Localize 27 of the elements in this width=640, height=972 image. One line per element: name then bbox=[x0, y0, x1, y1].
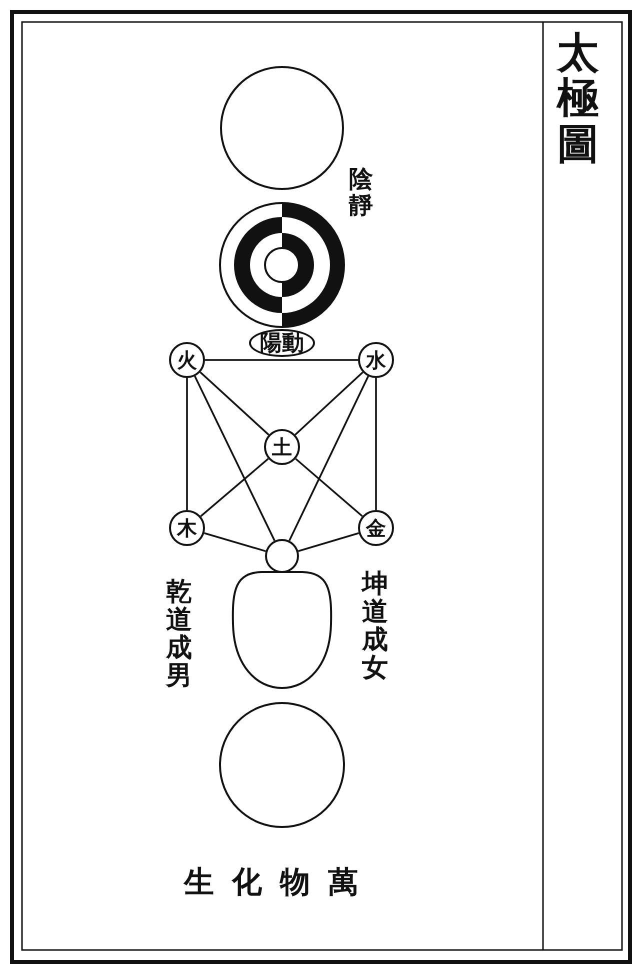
connector-line bbox=[295, 458, 363, 517]
connector-line bbox=[205, 359, 358, 361]
element-circle: 金 bbox=[358, 510, 394, 546]
oval-label: 陽動 bbox=[249, 329, 315, 357]
title: 太極圖 bbox=[557, 30, 599, 166]
side-label: 乾道成男 bbox=[166, 578, 192, 690]
connector-line bbox=[200, 372, 270, 436]
connector-line bbox=[375, 378, 377, 510]
bottom-label: 生化物萬 bbox=[184, 864, 376, 902]
egg-shape bbox=[231, 571, 333, 689]
connector-line bbox=[200, 458, 269, 517]
element-circle: 火 bbox=[169, 342, 205, 378]
connector-line bbox=[204, 532, 266, 552]
empty-circle bbox=[220, 66, 344, 190]
element-circle: 水 bbox=[358, 342, 394, 378]
empty-circle bbox=[265, 539, 299, 573]
side-label: 坤道成女 bbox=[362, 570, 388, 682]
taiji-rings-drawing bbox=[219, 202, 345, 328]
connector-line bbox=[294, 372, 364, 436]
connector-line bbox=[298, 532, 359, 552]
element-circle: 土 bbox=[264, 429, 300, 465]
side-label: 陰靜 bbox=[349, 166, 373, 218]
empty-circle bbox=[219, 702, 345, 828]
connector-line bbox=[288, 376, 370, 542]
element-circle: 木 bbox=[169, 510, 205, 546]
connector-line bbox=[194, 376, 276, 542]
connector-line bbox=[186, 378, 188, 510]
